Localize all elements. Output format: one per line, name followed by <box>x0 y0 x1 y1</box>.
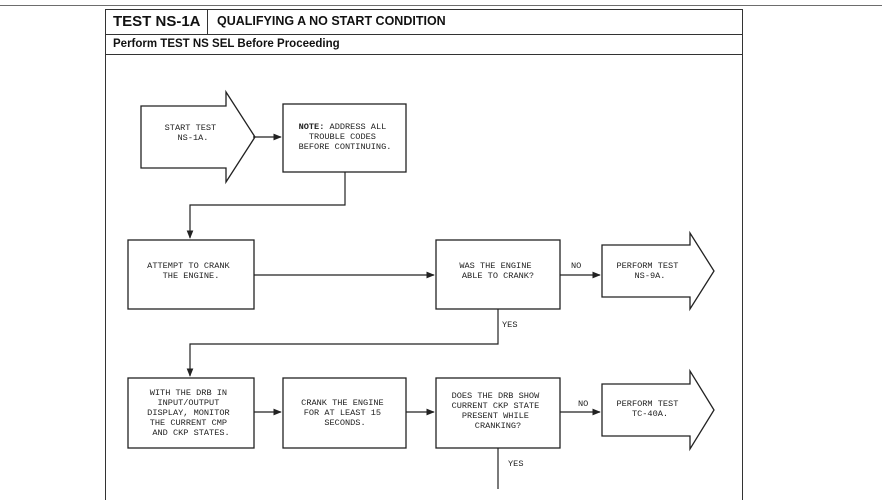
ckp-question-line-4: CRANKING? <box>475 421 521 431</box>
note-node <box>282 103 407 173</box>
crank-15-line-3: SECONDS. <box>324 418 365 428</box>
ns9a-line-2: NS-9A. <box>635 271 666 281</box>
note-line-3: BEFORE CONTINUING. <box>299 142 392 152</box>
tc40a-line-1: PERFORM TEST <box>616 399 678 409</box>
drb-monitor-line-4: THE CURRENT CMP <box>150 418 227 428</box>
crank-attempt-line-2: THE ENGINE. <box>163 271 220 281</box>
edge-label-yes-2: YES <box>508 459 523 469</box>
test-id: TEST NS-1A <box>105 9 208 34</box>
edge-label-yes-1: YES <box>502 320 517 330</box>
tc40a-line-2: TC-40A. <box>632 409 668 419</box>
crank-15-line-1: CRANK THE ENGINE <box>301 398 384 408</box>
svg-text:START TEST NS-1A.: START TEST NS-1A. <box>165 123 222 143</box>
header-row: TEST NS-1A QUALIFYING A NO START CONDITI… <box>105 9 743 35</box>
drb-monitor-line-1: WITH THE DRB IN <box>150 388 227 398</box>
svg-text:WAS THE ENGINE ABLE TO CRA: WAS THE ENGINE ABLE TO CRANK? <box>459 261 536 281</box>
ns9a-line-1: PERFORM TEST <box>616 261 678 271</box>
crank-question-line-1: WAS THE ENGINE <box>459 261 531 271</box>
svg-text:WITH THE DRB IN INPUT/OUTP: WITH THE DRB IN INPUT/OUTPUT DISPLAY, MO… <box>147 388 235 438</box>
edge-label-no-1: NO <box>571 261 581 271</box>
svg-text:PERFORM TEST NS-9A.: PERFORM TEST NS-9A. <box>616 261 683 281</box>
svg-text:CRANK THE ENGINE FOR AT LE: CRANK THE ENGINE FOR AT LEAST 15 SECONDS… <box>301 398 389 428</box>
connector-yes-drb <box>186 309 499 377</box>
note-prefix: NOTE: <box>299 122 325 132</box>
tc40a-node <box>601 368 715 452</box>
test-subtitle: Perform TEST NS SEL Before Proceeding <box>113 38 340 50</box>
flowchart: START TEST NS-1A. NOTE: ADDRESS ALL TROU… <box>127 89 715 489</box>
start-line-2: NS-1A. <box>178 133 209 143</box>
connector-note-crank <box>186 172 346 239</box>
drb-monitor-line-2: INPUT/OUTPUT <box>157 398 219 408</box>
test-title: QUALIFYING A NO START CONDITION <box>217 14 446 28</box>
crank-attempt-node <box>127 239 255 310</box>
crank-15-line-2: FOR AT LEAST 15 <box>304 408 381 418</box>
note-line-2: TROUBLE CODES <box>309 132 376 142</box>
ckp-question-line-1: DOES THE DRB SHOW <box>452 391 541 401</box>
ckp-question-line-2: CURRENT CKP STATE <box>452 401 540 411</box>
svg-text:ATTEMPT TO CRANK THE ENGIN: ATTEMPT TO CRANK THE ENGINE. <box>147 261 235 281</box>
top-rule <box>0 5 882 6</box>
start-line-1: START TEST <box>165 123 217 133</box>
svg-text:NOTE: ADDRESS ALL TROUBLE: NOTE: ADDRESS ALL TROUBLE CODES BEFORE C… <box>299 122 392 152</box>
crank-question-line-2: ABLE TO CRANK? <box>462 271 534 281</box>
svg-text:DOES THE DRB SHOW CURRENT: DOES THE DRB SHOW CURRENT CKP STATE PRES… <box>452 391 545 431</box>
page-frame <box>105 9 743 500</box>
subheader-row: Perform TEST NS SEL Before Proceeding <box>105 35 743 55</box>
start-node <box>140 89 256 185</box>
ckp-question-node <box>435 377 561 449</box>
drb-monitor-line-3: DISPLAY, MONITOR <box>147 408 230 418</box>
crank-attempt-line-1: ATTEMPT TO CRANK <box>147 261 230 271</box>
ns9a-node <box>601 230 715 312</box>
svg-text:PERFORM TEST TC-40A.: PERFORM TEST TC-40A. <box>616 399 683 419</box>
crank-15-node <box>282 377 407 449</box>
drb-monitor-node <box>127 377 255 449</box>
note-line-1: ADDRESS ALL <box>330 122 387 132</box>
drb-monitor-line-5: AND CKP STATES. <box>152 428 229 438</box>
ckp-question-line-3: PRESENT WHILE <box>462 411 529 421</box>
edge-label-no-2: NO <box>578 399 588 409</box>
